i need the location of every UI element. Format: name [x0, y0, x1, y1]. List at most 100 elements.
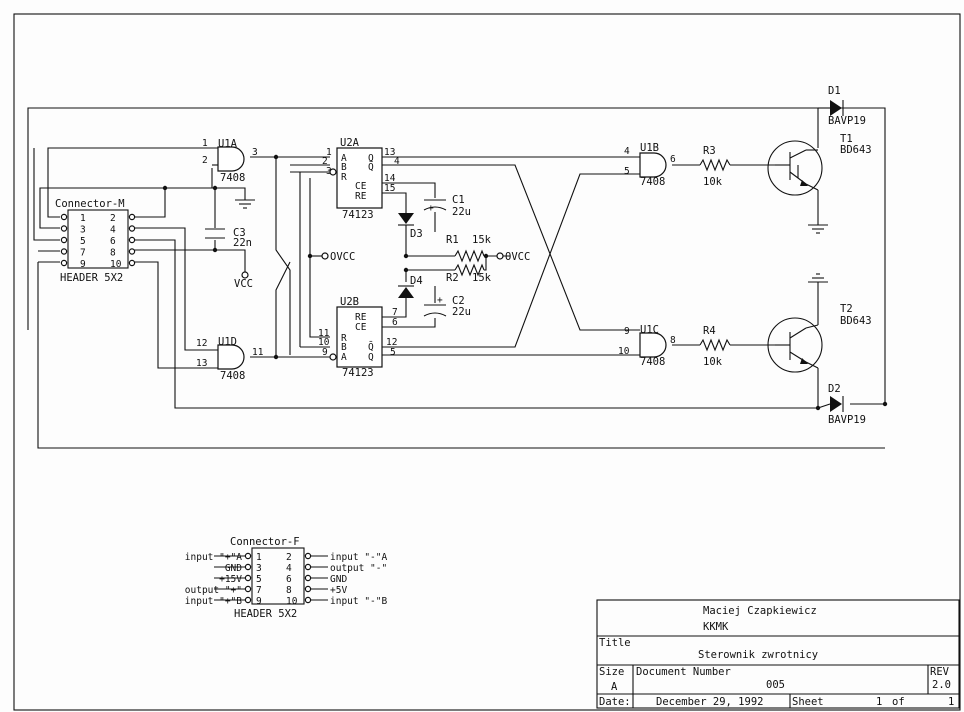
connector-f-footer: HEADER 5X2: [234, 608, 297, 620]
u1b-type: 7408: [640, 176, 665, 188]
sheet-label: Sheet: [792, 696, 824, 708]
title-block: Maciej Czapkiewicz KKMK Title Sterownik …: [596, 599, 960, 709]
connector-f-title: Connector-F: [230, 536, 300, 548]
junction-dots: [162, 154, 888, 411]
connector-f-pin-6: 6: [286, 574, 292, 585]
u2a-type: 74123: [342, 209, 374, 221]
sheet-of-label: of: [892, 696, 905, 708]
connector-m-pin-3: 3: [80, 225, 86, 236]
u1b-pin-in1: 4: [624, 146, 630, 157]
u2b-pin-re: RE: [355, 312, 367, 323]
connector-f-label-left: input "+"B: [185, 596, 242, 607]
ground-symbol-left: [235, 199, 255, 209]
u2b-label: U2B: [340, 296, 359, 308]
r1-value: 15k: [472, 234, 492, 246]
u2b-pin-ce: CE: [355, 322, 367, 333]
u2a-pin-num-2: 2: [322, 156, 328, 167]
c3-label: C3: [233, 227, 246, 239]
ground-symbol-t2: [808, 273, 828, 283]
gate-u1b: U1B 7408 4 5 6: [624, 142, 676, 188]
transistor-t1: T1 BD643: [767, 133, 872, 196]
u1c-pin-in2: 10: [618, 346, 630, 357]
ovcc-label-left: OVCC: [330, 251, 355, 263]
r2-label: R2: [446, 272, 459, 284]
diode-d4: D4: [398, 275, 423, 298]
r3-label: R3: [703, 145, 716, 157]
connector-m-pin-6: 6: [110, 236, 116, 247]
connector-f-label-left: GND: [225, 563, 242, 574]
d1-label: D1: [828, 85, 841, 97]
u2a-pin-re: RE: [355, 191, 367, 202]
u2a-pin-ce: CE: [355, 181, 367, 192]
u2b-pin-qn: Q̄: [368, 341, 374, 353]
u2a-pin-num-13: 13: [384, 147, 395, 158]
u1c-pin-out: 8: [670, 335, 676, 346]
d4-label: D4: [410, 275, 423, 287]
ovcc-symbol-left: OVCC: [321, 251, 355, 263]
c1-polarity: +: [428, 203, 434, 214]
u1c-type: 7408: [640, 356, 665, 368]
connector-m-pin-2: 2: [110, 213, 116, 224]
rev-label: REV: [930, 666, 950, 678]
u2a-pin-q: Q: [368, 153, 374, 164]
c1-value: 22u: [452, 206, 471, 218]
connector-f-label-right: GND: [330, 574, 347, 585]
connector-m-pin-8: 8: [110, 248, 116, 259]
connector-f-pin-2: 2: [286, 552, 292, 563]
d2-type: BAVP19: [828, 414, 866, 426]
diode-d3: D3: [398, 213, 423, 240]
resistor-r3: R3 10k: [699, 145, 731, 188]
u1d-pin-in1: 12: [196, 338, 207, 349]
docnum-value: 005: [766, 679, 785, 691]
u1c-label: U1C: [640, 324, 659, 336]
connector-f-pin-3: 3: [256, 563, 262, 574]
u2b-pin-num-5: 5: [390, 347, 396, 358]
u2b-pin-r: R: [341, 333, 347, 344]
organization: KKMK: [703, 621, 729, 633]
connector-m-pin-5: 5: [80, 236, 86, 247]
u2b-pin-num-9: 9: [322, 347, 328, 358]
c3-value: 22n: [233, 237, 252, 249]
connector-f-pin-10: 10: [286, 596, 298, 607]
t2-type: BD643: [840, 315, 872, 327]
diode-d1: D1 BAVP19: [818, 85, 866, 127]
size-value: A: [611, 681, 618, 693]
u1a-type: 7408: [220, 172, 245, 184]
u2a-pin-b: B: [341, 162, 347, 173]
u1b-pin-out: 6: [670, 154, 676, 165]
connector-f-pin-1: 1: [256, 552, 262, 563]
capacitor-c3: C3 22n: [205, 227, 252, 249]
author-name: Maciej Czapkiewicz: [703, 605, 817, 617]
vcc-symbol: VCC: [234, 271, 253, 290]
u2a-pin-r: R: [341, 172, 347, 183]
diode-d2: D2 BAVP19: [817, 383, 866, 426]
u2b-pin-num-11: 11: [318, 328, 330, 339]
connector-f-label-right: +5V: [330, 585, 347, 596]
capacitor-c1: + C1 22u: [423, 194, 471, 218]
gate-u1c: U1C 7408 9 10 8: [618, 324, 676, 368]
size-label: Size: [599, 666, 624, 678]
connector-m-title: Connector-M: [55, 198, 125, 210]
chip-u2b: U2B 74123 RE CE R B A Q̄ Q 7 6 11 10 9 1…: [318, 296, 398, 379]
connector-f-label-left: input "+"A: [185, 552, 242, 563]
u2b-pin-a: A: [341, 352, 347, 363]
u2a-pin-a: A: [341, 153, 347, 164]
connector-f-pin-9: 9: [256, 596, 262, 607]
connector-f-label-left: +15V: [219, 574, 242, 585]
capacitor-c2: + C2 22u: [423, 295, 471, 318]
date-value: December 29, 1992: [656, 696, 763, 708]
u2b-pin-q: Q: [368, 352, 374, 363]
chip-u2a: U2A 74123 A B R Q Q̄ CE RE 1 2 3 13 4 14…: [322, 137, 400, 221]
u1a-pin-in1: 1: [202, 138, 208, 149]
connector-f-pin-4: 4: [286, 563, 292, 574]
vcc-label: VCC: [234, 278, 253, 290]
u2a-pin-num-15: 15: [384, 183, 395, 194]
gate-u1a: U1A 7408 1 2 3: [202, 138, 258, 184]
connector-m-pin-4: 4: [110, 225, 116, 236]
connector-m-pin-7: 7: [80, 248, 86, 259]
d1-type: BAVP19: [828, 115, 866, 127]
